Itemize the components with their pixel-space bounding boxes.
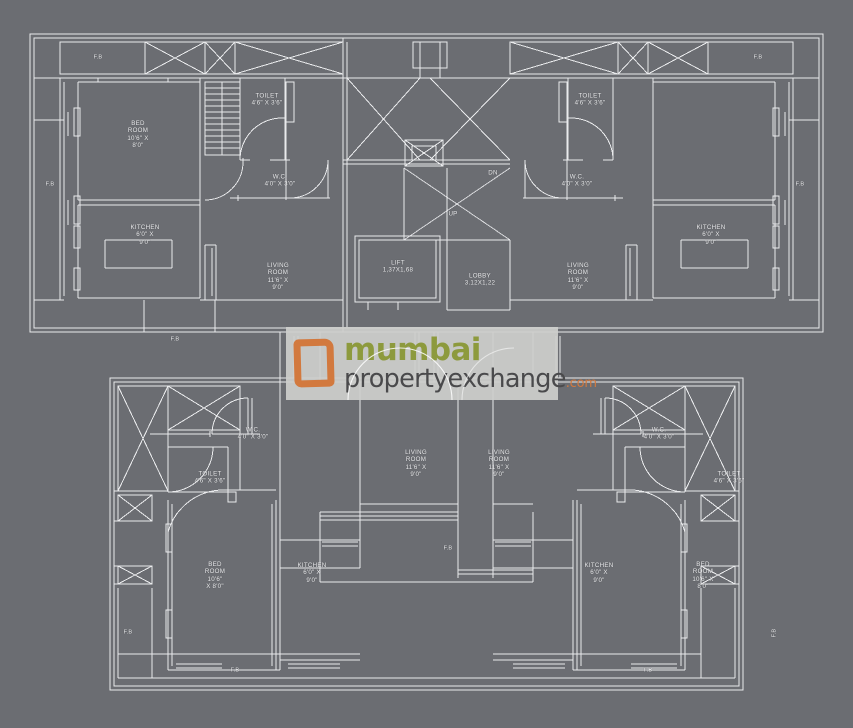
watermark-text: mumbai propertyexchange.com bbox=[342, 331, 597, 394]
watermark-banner: mumbai propertyexchange.com bbox=[286, 327, 597, 400]
brand-logo-icon bbox=[286, 327, 342, 400]
brand-name-secondary: propertyexchange bbox=[344, 363, 566, 394]
brand-tld: .com bbox=[565, 375, 597, 391]
brand-name-primary: mumbai bbox=[344, 331, 481, 368]
